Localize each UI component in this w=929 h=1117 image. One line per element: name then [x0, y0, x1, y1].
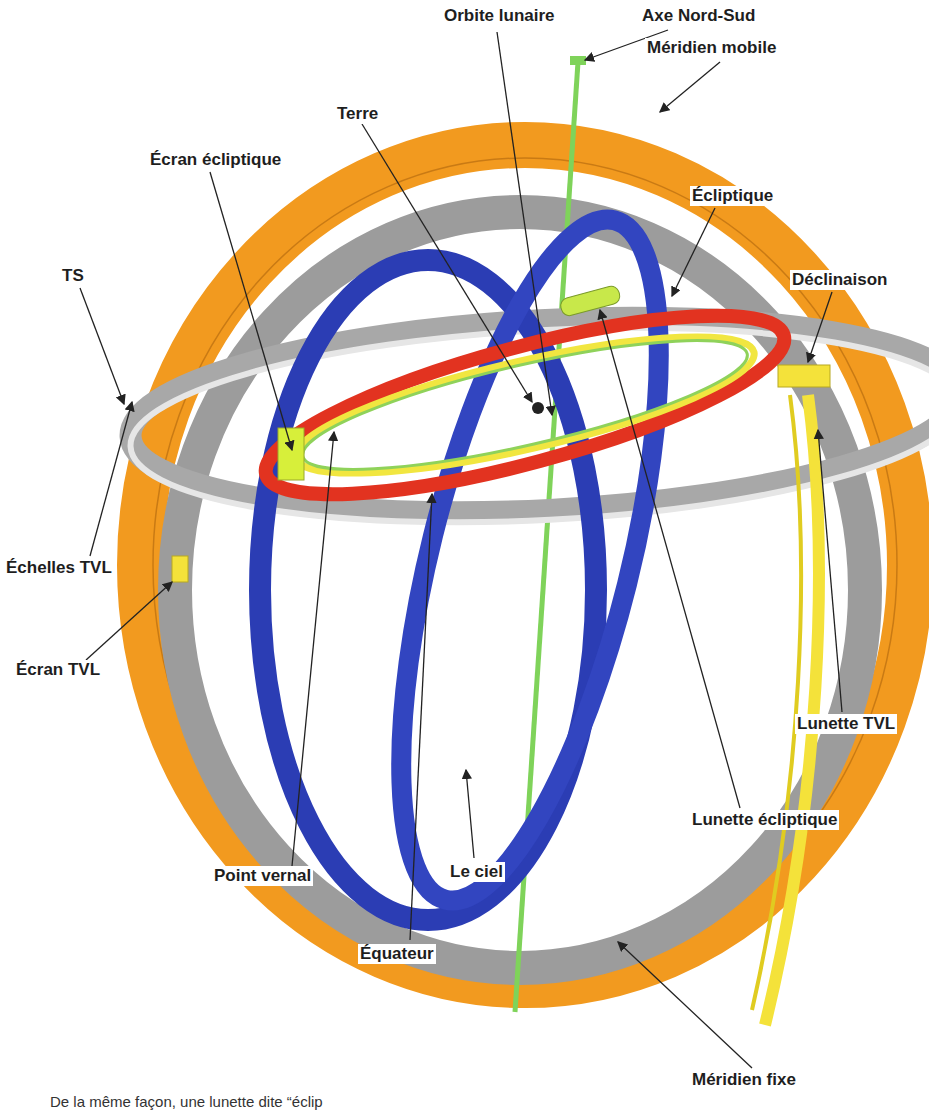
tvl-telescope: [765, 395, 819, 1025]
leader-line: [292, 432, 334, 866]
part-label: Échelles TVL: [4, 558, 114, 578]
lunar-orbit-ring: [286, 309, 764, 500]
leader-line: [90, 402, 132, 556]
leader-line: [362, 124, 532, 402]
part-label: Point vernal: [212, 866, 313, 886]
leader-line: [86, 582, 172, 660]
part-label: Méridien mobile: [645, 38, 778, 58]
leader-line: [672, 208, 715, 296]
leader-line: [466, 770, 474, 858]
part-label: Écran TVL: [14, 660, 102, 680]
ecliptic-ring: [251, 280, 799, 531]
part-label: Terre: [335, 104, 380, 124]
sky-ring: [348, 196, 711, 924]
leader-line: [80, 288, 124, 404]
leader-line: [210, 172, 292, 450]
leader-line: [618, 942, 752, 1068]
leader-line: [600, 310, 740, 808]
tvl-screen: [172, 556, 188, 582]
part-label: Méridien fixe: [690, 1070, 798, 1090]
declination-block: [778, 365, 830, 387]
part-label: Le ciel: [448, 862, 505, 882]
part-label: Écliptique: [690, 186, 775, 206]
axis-cap: [570, 56, 586, 65]
tvl-telescope-rail: [752, 395, 801, 1010]
leader-line: [808, 292, 832, 362]
body-text: De la même façon, une lunette dite “écli…: [48, 1092, 325, 1112]
leader-line: [660, 62, 720, 112]
part-label: Lunette TVL: [795, 714, 897, 734]
ring-edge: [153, 158, 897, 972]
leader-line: [410, 494, 432, 940]
part-label: TS: [60, 266, 86, 286]
part-label: Déclinaison: [790, 270, 889, 290]
part-label: Lunette écliptique: [690, 810, 839, 830]
part-label: Équateur: [358, 944, 436, 964]
earth: [532, 402, 544, 414]
part-label: Axe Nord-Sud: [640, 6, 757, 26]
part-label: Orbite lunaire: [442, 6, 557, 26]
part-label: Écran écliptique: [148, 150, 283, 170]
ecliptic-screen: [278, 428, 304, 480]
leader-line: [818, 430, 842, 712]
lunar-orbit-edge: [294, 315, 756, 496]
ecliptic-telescope: [559, 285, 622, 318]
